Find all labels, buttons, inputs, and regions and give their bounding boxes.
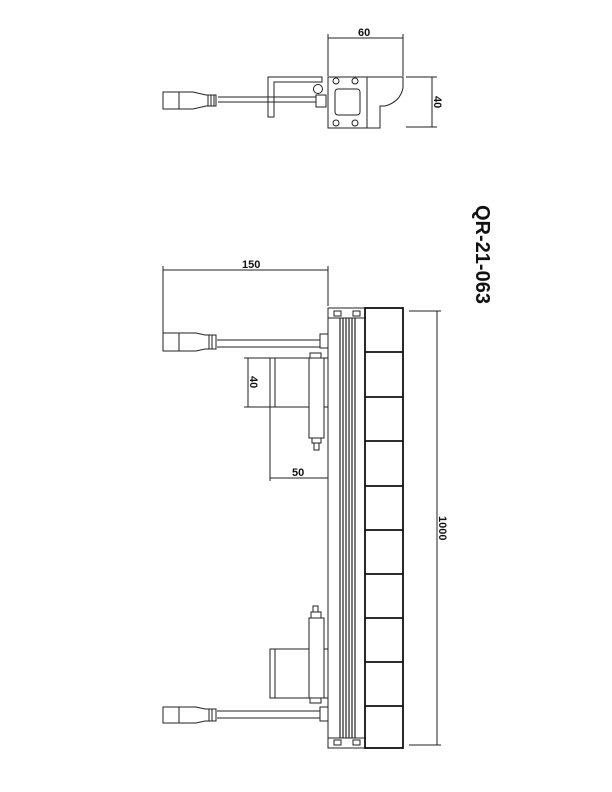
dim-label-cable: 150 bbox=[242, 259, 260, 271]
dim-label-width: 60 bbox=[358, 27, 370, 39]
top-view: 60 40 bbox=[162, 27, 443, 129]
dim-label-bracket-depth: 50 bbox=[292, 467, 304, 479]
front-view: 150 1000 bbox=[162, 259, 448, 749]
dim-label-length: 1000 bbox=[436, 516, 448, 540]
dim-label-bracket-height: 40 bbox=[247, 376, 259, 388]
dim-label-height: 40 bbox=[431, 96, 443, 108]
drawing-title: QR-21-063 bbox=[471, 205, 493, 304]
